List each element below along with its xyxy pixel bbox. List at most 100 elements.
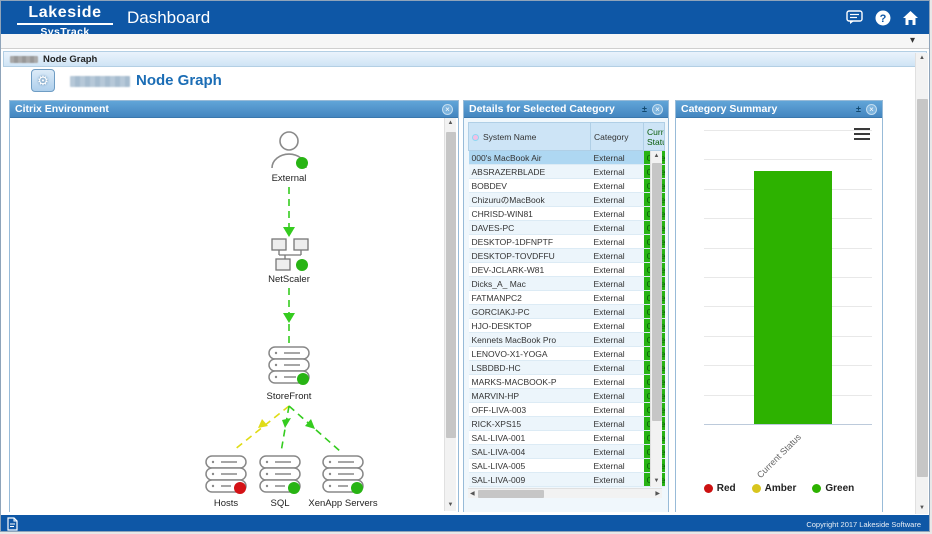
scroll-down-icon[interactable]: ▼	[919, 505, 925, 511]
citrix-node-graph: External NetScaler	[205, 131, 378, 509]
table-row[interactable]: LSBDBD-HCExternalGreen	[468, 360, 665, 375]
table-row[interactable]: BOBDEVExternalGreen	[468, 178, 665, 193]
table-row[interactable]: LENOVO-X1-YOGAExternalGreen	[468, 346, 665, 361]
close-icon[interactable]: ×	[652, 103, 663, 115]
feedback-icon[interactable]	[846, 9, 863, 26]
column-header-category[interactable]: Category	[590, 122, 644, 151]
scrollbar-thumb[interactable]	[917, 99, 928, 477]
scroll-down-icon[interactable]: ▼	[447, 502, 454, 508]
chart-menu-icon[interactable]	[854, 128, 870, 140]
panel-citrix-header[interactable]: Citrix Environment ×	[10, 101, 458, 118]
table-cell: DESKTOP-1DFNPTF	[468, 234, 591, 249]
table-header-row: System Name Category Current Status	[468, 122, 665, 151]
table-row[interactable]: GORCIAKJ-PCExternalGreen	[468, 304, 665, 319]
status-dot-green	[296, 157, 308, 169]
page-scrollbar[interactable]: ▲ ▼	[915, 53, 928, 514]
panel-summary-header[interactable]: Category Summary ± ×	[676, 101, 882, 118]
table-row[interactable]: Kennets MacBook ProExternalGreen	[468, 332, 665, 347]
table-cell: External	[590, 290, 644, 305]
close-icon[interactable]: ×	[442, 103, 453, 115]
table-h-scrollbar[interactable]: ◀ ▶	[468, 488, 662, 498]
table-row[interactable]: DESKTOP-TOVDFFUExternalGreen	[468, 248, 665, 263]
table-row[interactable]: SAL-LIVA-004ExternalGreen	[468, 444, 665, 459]
table-cell: MARVIN-HP	[468, 388, 591, 403]
table-cell: External	[590, 276, 644, 291]
chevron-down-icon[interactable]: ▾	[909, 35, 915, 46]
table-row[interactable]: Dicks_A_ MacExternalGreen	[468, 276, 665, 291]
table-cell: ChizuruのMacBook	[468, 192, 591, 207]
close-icon[interactable]: ×	[866, 103, 877, 115]
table-row[interactable]: SAL-LIVA-009ExternalGreen	[468, 472, 665, 487]
node-graph-scrollbar[interactable]: ▲ ▼	[444, 118, 456, 511]
table-cell: External	[590, 458, 644, 473]
node-graph-canvas[interactable]: External NetScaler	[10, 118, 458, 512]
scrollbar-thumb[interactable]	[446, 132, 456, 438]
panel-details: Details for Selected Category ± × System…	[463, 100, 669, 512]
table-row[interactable]: OFF-LIVA-003ExternalGreen	[468, 402, 665, 417]
table-row[interactable]: MARKS-MACBOOK-PExternalGreen	[468, 374, 665, 389]
scrollbar-thumb[interactable]	[652, 163, 662, 421]
column-header-current-status[interactable]: Current Status	[643, 122, 665, 151]
scroll-up-icon[interactable]: ▲	[919, 55, 925, 61]
table-row[interactable]: HJO-DESKTOPExternalGreen	[468, 318, 665, 333]
panel-details-header[interactable]: Details for Selected Category ± ×	[464, 101, 668, 118]
table-cell: External	[590, 388, 644, 403]
home-icon[interactable]	[902, 9, 919, 26]
table-cell: FATMANPC2	[468, 290, 591, 305]
table-cell: RICK-XPS15	[468, 416, 591, 431]
scroll-up-icon[interactable]: ▲	[653, 153, 660, 159]
panel-title: Details for Selected Category	[469, 103, 615, 115]
scrollbar-thumb[interactable]	[478, 490, 544, 498]
redacted-text	[70, 76, 130, 87]
legend-label: Red	[716, 483, 736, 494]
table-cell: External	[590, 262, 644, 277]
details-table-body: 000's MacBook AirExternalGreenABSRAZERBL…	[468, 150, 665, 487]
table-cell: External	[590, 402, 644, 417]
table-row[interactable]: SAL-LIVA-001ExternalGreen	[468, 430, 665, 445]
chart-x-axis-line	[704, 424, 872, 425]
node-storefront[interactable]: StoreFront	[267, 346, 312, 402]
header-icons: ?	[846, 9, 919, 26]
table-cell: External	[590, 164, 644, 179]
table-row[interactable]: DAVES-PCExternalGreen	[468, 220, 665, 235]
node-label: StoreFront	[267, 391, 312, 402]
table-row[interactable]: DESKTOP-1DFNPTFExternalGreen	[468, 234, 665, 249]
table-row[interactable]: SAL-LIVA-005ExternalGreen	[468, 458, 665, 473]
app-logo[interactable]: Lakeside SysTrack	[17, 4, 113, 38]
chart-legend: Red Amber Green	[676, 480, 882, 498]
node-sql[interactable]: SQL	[259, 455, 301, 509]
scroll-up-icon[interactable]: ▲	[447, 120, 454, 126]
table-row[interactable]: FATMANPC2ExternalGreen	[468, 290, 665, 305]
node-external[interactable]: External	[271, 131, 308, 184]
legend-item-red[interactable]: Red	[703, 483, 736, 494]
table-row[interactable]: ChizuruのMacBookExternalGreen	[468, 192, 665, 207]
table-cell: LENOVO-X1-YOGA	[468, 346, 591, 361]
legend-item-green[interactable]: Green	[812, 483, 854, 494]
table-row[interactable]: CHRISD-WIN81ExternalGreen	[468, 206, 665, 221]
table-row[interactable]: 000's MacBook AirExternalGreen	[468, 150, 665, 165]
edge-storefront-hosts	[233, 405, 290, 451]
table-v-scrollbar[interactable]: ▲ ▼	[650, 151, 662, 487]
scroll-right-icon[interactable]: ▶	[655, 491, 660, 497]
scroll-left-icon[interactable]: ◀	[470, 491, 475, 497]
table-row[interactable]: RICK-XPS15ExternalGreen	[468, 416, 665, 431]
table-row[interactable]: DEV-JCLARK-W81ExternalGreen	[468, 262, 665, 277]
node-xenapp-servers[interactable]: XenApp Servers	[308, 455, 378, 509]
table-row[interactable]: ABSRAZERBLADEExternalGreen	[468, 164, 665, 179]
scroll-down-icon[interactable]: ▼	[653, 478, 660, 484]
export-icon[interactable]: ±	[642, 104, 647, 114]
table-row[interactable]: MARVIN-HPExternalGreen	[468, 388, 665, 403]
settings-gear-button[interactable]: ⚙	[31, 69, 55, 92]
node-netscaler[interactable]: NetScaler	[268, 238, 310, 285]
copyright-text: Copyright 2017 Lakeside Software	[806, 520, 921, 529]
node-hosts[interactable]: Hosts	[205, 455, 247, 509]
node-graph-group-bar[interactable]: Node Graph	[3, 51, 927, 67]
export-icon[interactable]: ±	[856, 104, 861, 114]
table-cell: ABSRAZERBLADE	[468, 164, 591, 179]
dashboard-toolbar: ▾	[1, 34, 929, 49]
help-icon[interactable]: ?	[874, 9, 891, 26]
document-icon[interactable]	[7, 517, 18, 531]
table-cell: External	[590, 178, 644, 193]
column-header-system-name[interactable]: System Name	[468, 122, 591, 151]
legend-item-amber[interactable]: Amber	[751, 483, 796, 494]
